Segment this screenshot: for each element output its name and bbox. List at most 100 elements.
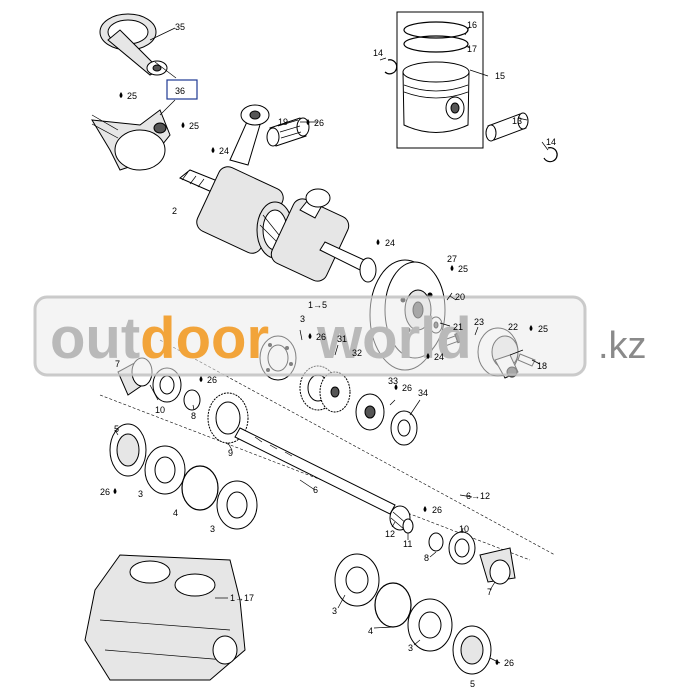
label-4: 4 <box>173 508 178 518</box>
label-3: 3 <box>332 606 337 616</box>
washer-33 <box>355 393 385 431</box>
label-26: 26 <box>432 505 442 515</box>
label-24: 24 <box>219 146 229 156</box>
oil-drop-icon <box>308 333 312 339</box>
oil-drop-icon <box>450 265 454 271</box>
oil-drop-icon <box>495 659 499 665</box>
label-22: 22 <box>508 322 518 332</box>
label-32: 32 <box>352 348 362 358</box>
highlight-36-label: 36 <box>175 86 185 96</box>
label-26: 26 <box>402 383 412 393</box>
circlip-14-left <box>384 59 398 75</box>
label-5: 5 <box>470 679 475 689</box>
oil-drop-icons <box>113 92 533 665</box>
bearing-3-lower-b <box>407 598 453 652</box>
bearing-34 <box>390 410 418 446</box>
bearing-10-right <box>448 531 476 565</box>
label-26: 26 <box>100 487 110 497</box>
label-4: 4 <box>368 626 373 636</box>
label-25: 25 <box>538 324 548 334</box>
part-labels: 35 25 25 24 2 19 26 16 17 14 15 13 14 24… <box>100 20 556 689</box>
label-6-12: 6→12 <box>466 491 490 501</box>
label-3: 3 <box>408 643 413 653</box>
label-16: 16 <box>467 20 477 30</box>
label-18: 18 <box>537 361 547 371</box>
oil-drop-icon <box>113 488 117 494</box>
watermark-door: door <box>140 306 269 371</box>
highlight-36: 36 <box>166 79 198 100</box>
label-3: 3 <box>300 314 305 324</box>
label-7: 7 <box>487 587 492 597</box>
oil-drop-icon <box>181 122 185 128</box>
label-27: 27 <box>447 254 457 264</box>
watermark-world: world <box>316 306 472 371</box>
seal-8-right <box>428 532 444 552</box>
label-10: 10 <box>155 405 165 415</box>
label-2: 2 <box>172 206 177 216</box>
label-12: 12 <box>385 529 395 539</box>
label-13: 13 <box>512 116 522 126</box>
bearing-3-lower-a <box>334 553 380 607</box>
label-1-17: 1→17 <box>230 593 254 603</box>
label-26: 26 <box>207 375 217 385</box>
label-21: 21 <box>453 322 463 332</box>
label-8: 8 <box>191 411 196 421</box>
label-26: 26 <box>316 332 326 342</box>
label-24: 24 <box>385 238 395 248</box>
label-19: 19 <box>278 117 288 127</box>
oil-drop-icon <box>394 384 398 390</box>
watermark-domain: .kz <box>598 325 647 367</box>
shaft-6 <box>234 427 396 515</box>
oil-drop-icon <box>426 353 430 359</box>
label-33: 33 <box>388 376 398 386</box>
piston-group-box <box>396 11 484 149</box>
seal-5-left <box>109 423 147 477</box>
label-31: 31 <box>337 334 347 344</box>
label-7: 7 <box>115 359 120 369</box>
leader-lines <box>114 25 549 664</box>
label-3: 3 <box>210 524 215 534</box>
oil-drop-icon <box>199 376 203 382</box>
label-17: 17 <box>467 44 477 54</box>
circlip-4-lower <box>374 582 412 628</box>
label-26: 26 <box>504 658 514 668</box>
label-25: 25 <box>127 91 137 101</box>
bearing-3-left-b <box>216 480 258 530</box>
piston-pin-13 <box>485 112 529 142</box>
label-8: 8 <box>424 553 429 563</box>
label-14: 14 <box>373 48 383 58</box>
crankshaft-assembly <box>179 104 377 283</box>
engine-block <box>84 554 246 681</box>
oil-drop-icon <box>376 239 380 245</box>
label-5: 5 <box>114 424 119 434</box>
circlip-14-right <box>543 147 558 163</box>
label-25: 25 <box>458 264 468 274</box>
label-1-5: 1→5 <box>308 300 327 310</box>
label-10: 10 <box>459 524 469 534</box>
oil-drop-icon <box>423 506 427 512</box>
label-15: 15 <box>495 71 505 81</box>
seal-8-left <box>183 389 201 411</box>
label-23: 23 <box>474 317 484 327</box>
ring-11 <box>402 518 414 534</box>
crankshaft-half-35 <box>99 13 168 76</box>
crankshaft-half-36 <box>91 109 171 171</box>
oil-drop-icon <box>306 119 310 125</box>
label-11: 11 <box>403 539 412 549</box>
circlip-4-left <box>181 465 219 511</box>
label-24: 24 <box>434 352 444 362</box>
label-34: 34 <box>418 388 428 398</box>
needle-bearing-19 <box>266 117 310 147</box>
bearing-3-left-a <box>144 445 186 495</box>
label-3: 3 <box>138 489 143 499</box>
gear-32 <box>319 371 351 413</box>
oil-drop-icon <box>211 147 215 153</box>
label-25: 25 <box>189 121 199 131</box>
label-9: 9 <box>228 448 233 458</box>
label-20: 20 <box>455 292 465 302</box>
group-frame-lower <box>99 394 531 561</box>
label-35: 35 <box>175 22 185 32</box>
cap-7-right <box>479 547 516 585</box>
